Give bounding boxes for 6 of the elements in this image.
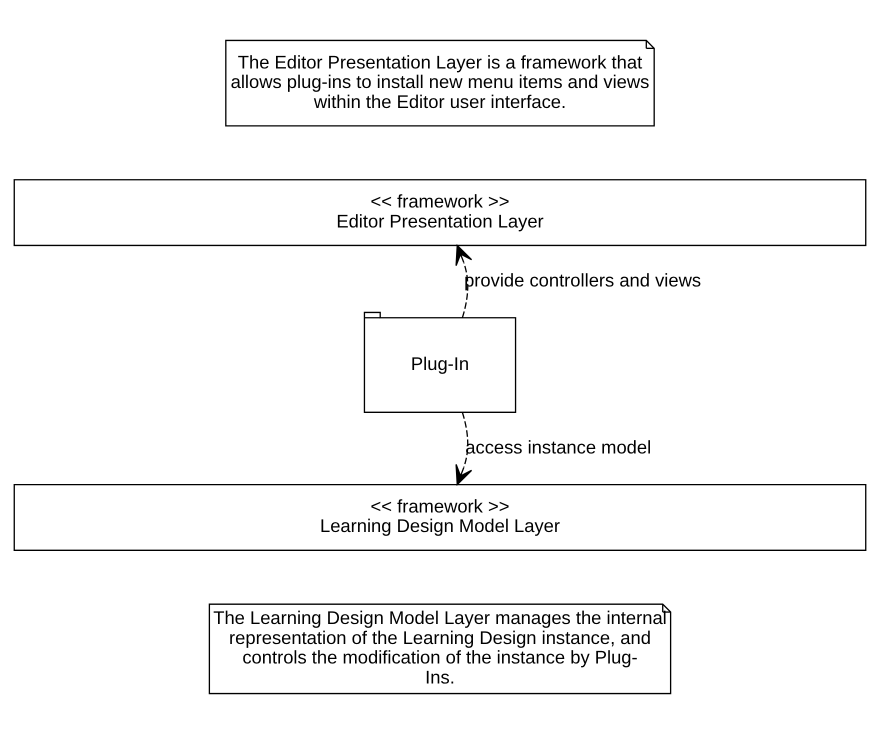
arrow <box>454 412 472 486</box>
edge-label: provide controllers and views <box>464 269 701 290</box>
arrow <box>454 244 472 318</box>
node-box: << framework >> Learning Design Model Layer <box>13 484 866 551</box>
edge-label: access instance model <box>464 436 651 458</box>
node-box: << framework >> Editor Presentation Layer <box>13 179 866 246</box>
